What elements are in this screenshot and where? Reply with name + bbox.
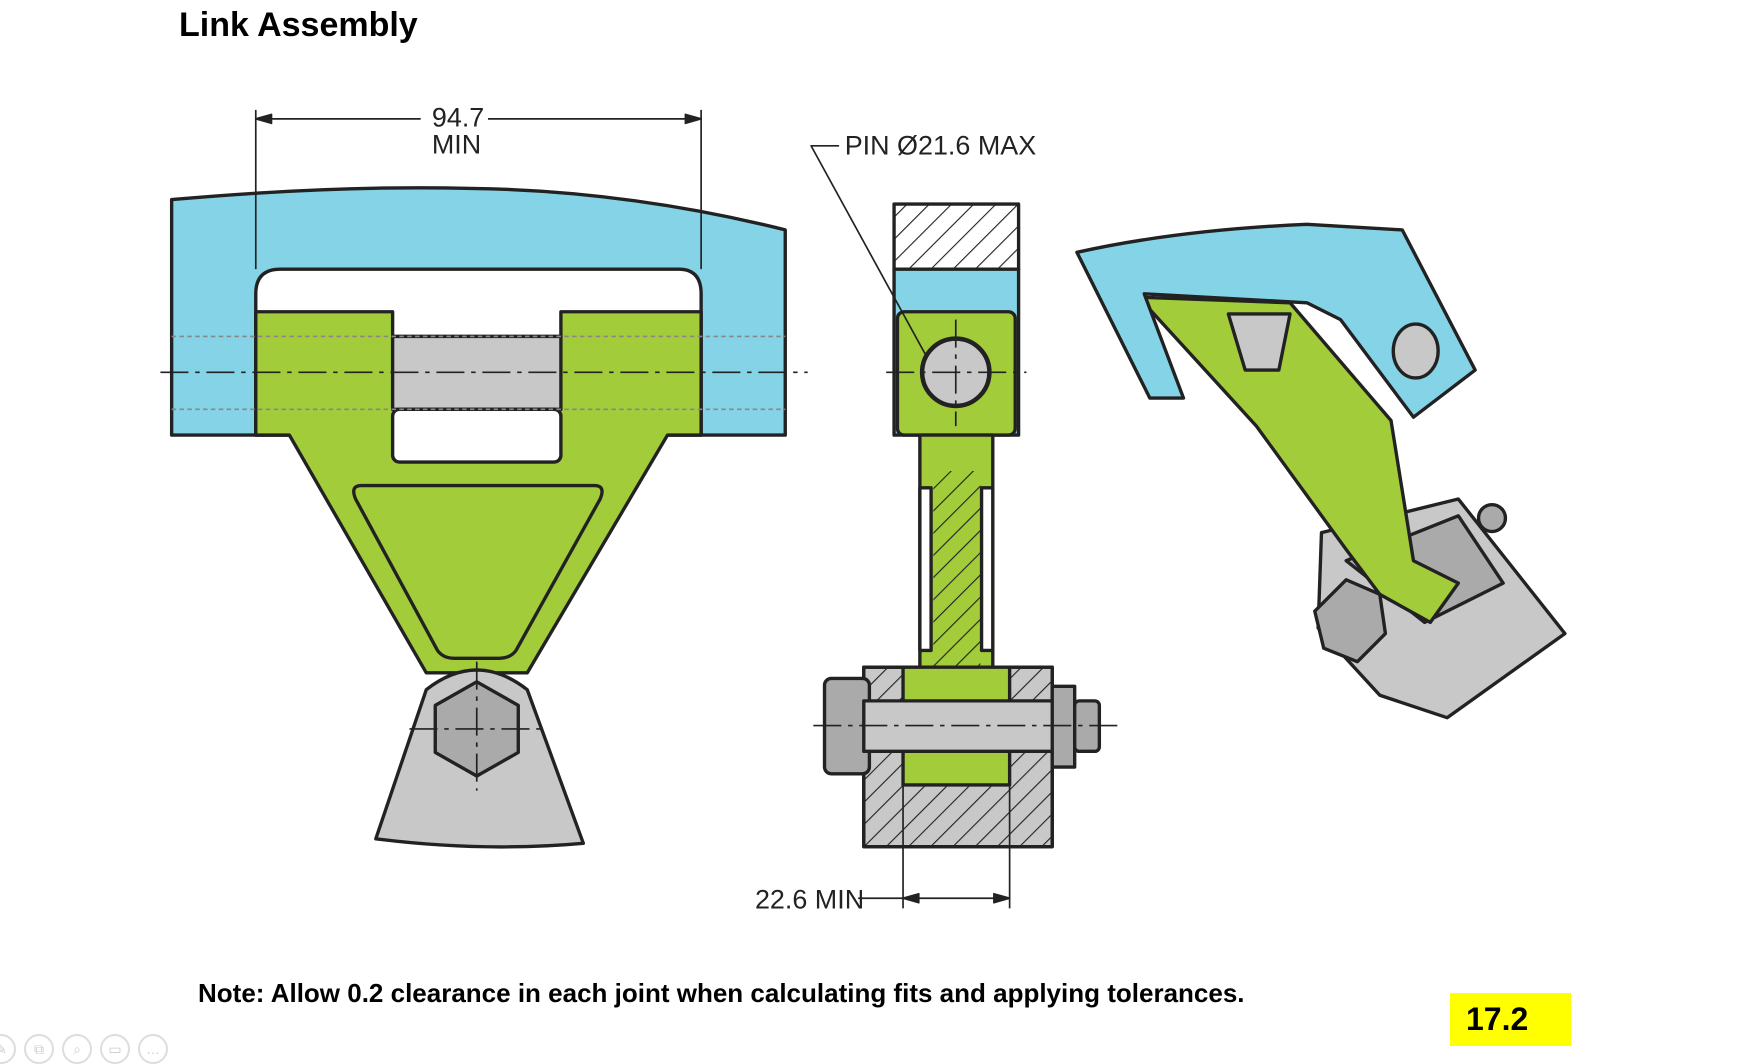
link-cutout — [352, 483, 604, 660]
slideshow-toolbar: ✎ ⧉ ⌕ ▭ … — [0, 1034, 168, 1064]
pin-slot — [390, 407, 563, 464]
width-dimension-suffix: MIN — [432, 130, 481, 160]
slides-icon[interactable]: ⧉ — [24, 1034, 54, 1064]
hex-nut-iso — [1313, 578, 1388, 664]
clearance-note: Note: Allow 0.2 clearance in each joint … — [198, 978, 1245, 1008]
isometric-view — [1075, 222, 1567, 720]
page-title: Link Assembly — [179, 6, 418, 44]
zoom-icon[interactable]: ⌕ — [62, 1034, 92, 1064]
page-number-badge: 17.2 — [1450, 993, 1571, 1046]
side-view — [810, 144, 1122, 909]
slot-dimension-label: 22.6 MIN — [755, 884, 864, 914]
pen-icon[interactable]: ✎ — [0, 1034, 16, 1064]
more-icon[interactable]: … — [138, 1034, 168, 1064]
subtitles-icon[interactable]: ▭ — [100, 1034, 130, 1064]
front-view — [160, 109, 808, 849]
pin-diameter-label: PIN Ø21.6 MAX — [845, 131, 1036, 161]
pin-hole — [1391, 322, 1440, 380]
width-dimension-value: 94.7 — [432, 103, 484, 133]
